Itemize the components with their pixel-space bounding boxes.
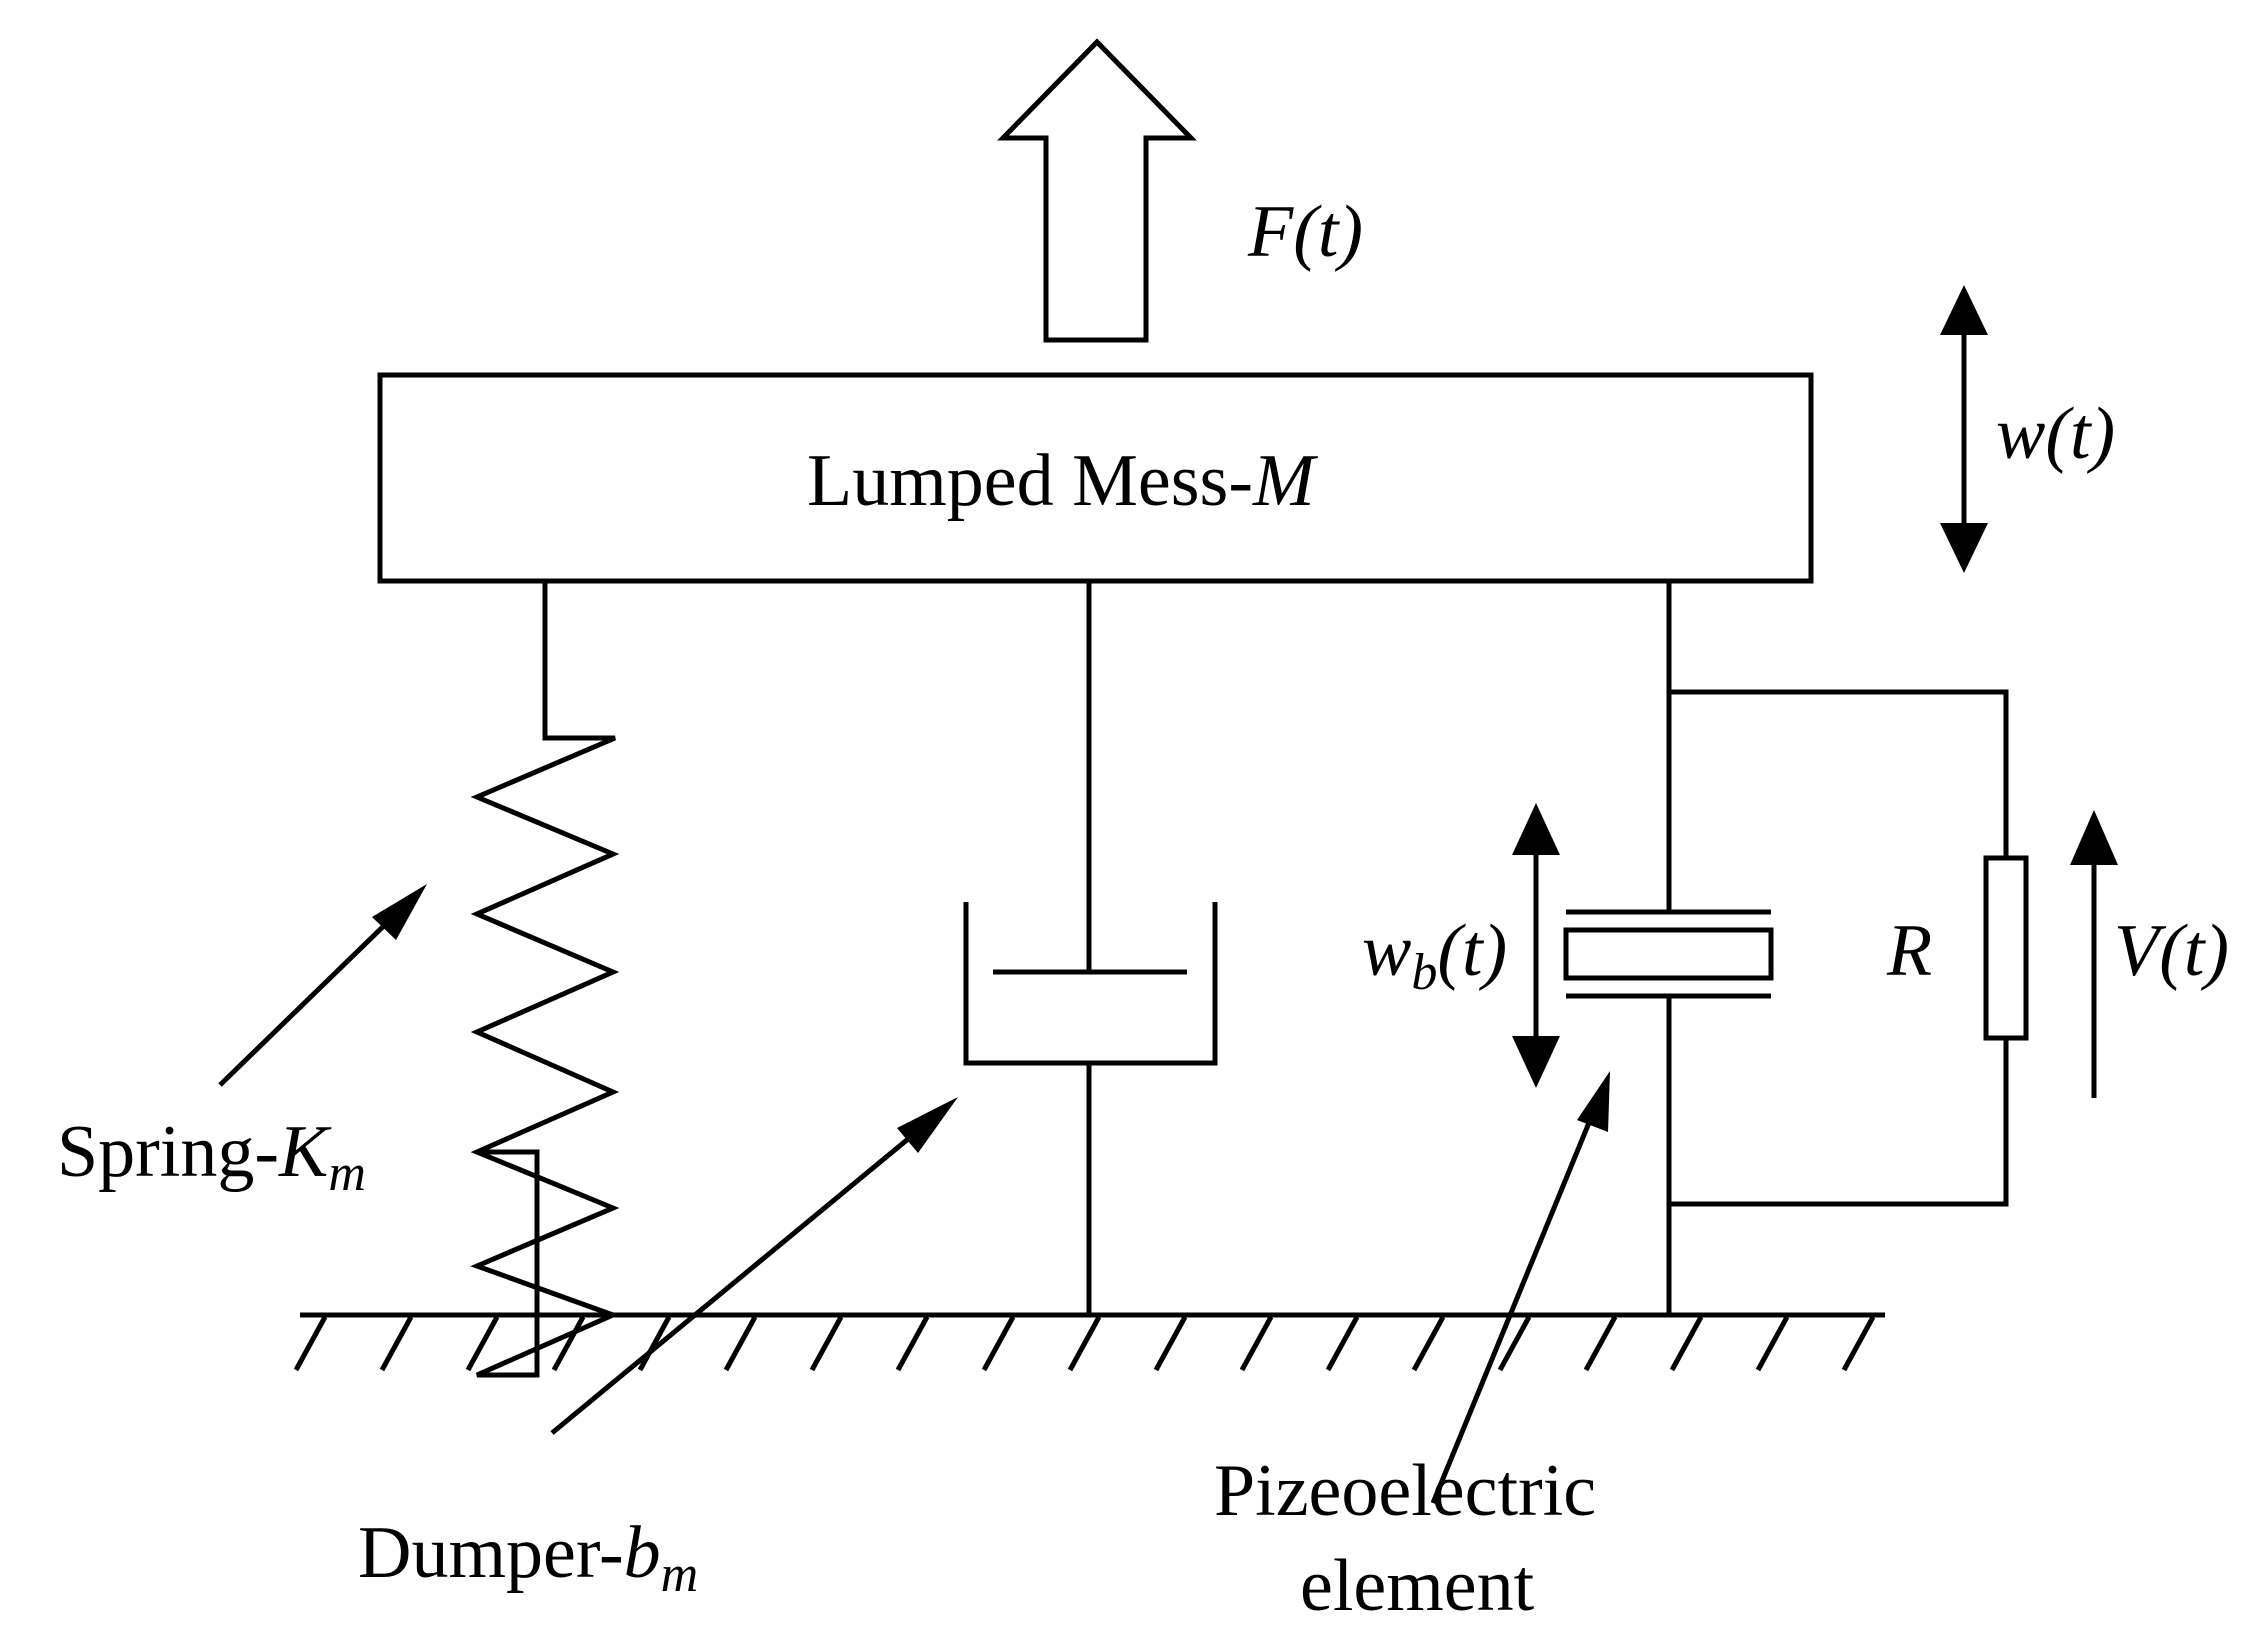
mass-label: Lumped Mess-M (807, 440, 1319, 522)
piezo-label-line1: Pizeoelectric (1214, 1450, 1596, 1532)
piezo-pointer-head (1577, 1071, 1610, 1132)
voltage-arrow-up (2070, 810, 2118, 865)
spring-pointer-head (372, 884, 427, 940)
displacement-label: w(t) (1996, 393, 2115, 475)
circuit-bottom-wire (1669, 1038, 2009, 1207)
circuit-top-wire (1669, 689, 2009, 858)
spring-pointer-line (218, 913, 397, 1087)
base-displacement-arrow-up (1512, 803, 1560, 855)
piezo-pointer-line (1430, 1112, 1596, 1504)
damper-pointer-line (550, 1123, 927, 1435)
displacement-arrow-down (1940, 523, 1988, 573)
force-arrow (997, 38, 1197, 343)
damper-label: Dumper-bm (358, 1512, 698, 1603)
voltage-label: V(t) (2114, 910, 2229, 992)
resistor (1983, 855, 2029, 1041)
base-displacement-label: wb(t) (1362, 910, 1507, 1001)
base-displacement-arrow-down (1512, 1036, 1560, 1088)
ground-hatching (293, 1315, 1876, 1372)
force-label: F(t) (1247, 191, 1363, 273)
spring-label: Spring-Km (57, 1111, 366, 1202)
displacement-arrow-up (1940, 285, 1988, 335)
damper-pointer-head (897, 1097, 958, 1153)
piezo-element (1563, 927, 1774, 981)
spring-bottom (477, 1149, 540, 1313)
resistor-label: R (1886, 910, 1932, 992)
spring (470, 581, 620, 1378)
piezo-label-line2: element (1300, 1545, 1535, 1627)
mass-block (377, 372, 1814, 584)
